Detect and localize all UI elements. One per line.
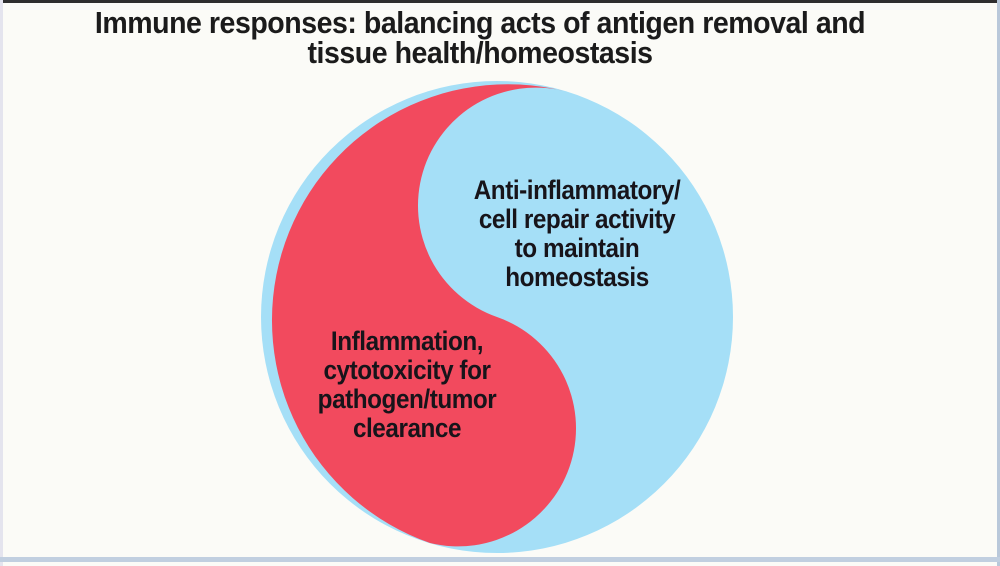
frame-top-border	[0, 0, 1000, 3]
frame-bottom-border	[0, 557, 1000, 562]
red-segment-label: Inflammation, cytotoxicity for pathogen/…	[317, 326, 497, 443]
frame-right-border	[997, 0, 1000, 566]
slide-title: Immune responses: balancing acts of anti…	[94, 5, 866, 70]
blue-segment-label: Anti-inflammatory/ cell repair activity …	[473, 175, 681, 292]
red-segment-shape	[271, 84, 577, 547]
frame-left-border	[0, 0, 3, 566]
